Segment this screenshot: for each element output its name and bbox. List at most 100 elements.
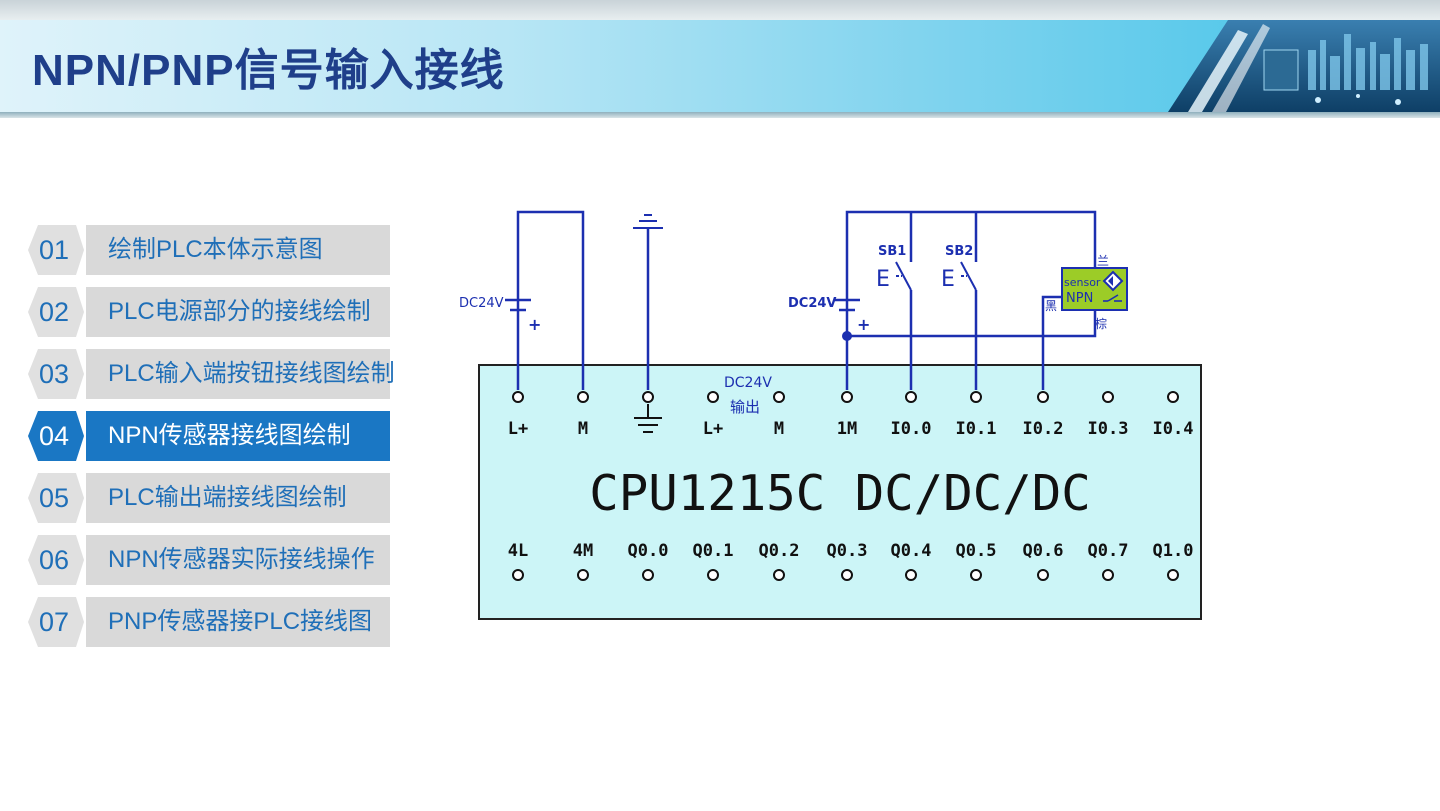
top-terminal-screw	[512, 391, 524, 403]
menu-item-02[interactable]: 02 PLC电源部分的接线绘制	[28, 287, 392, 337]
top-terminal-label: I0.4	[1153, 419, 1194, 439]
top-terminal-screw	[707, 391, 719, 403]
menu-number: 02	[38, 297, 70, 327]
top-terminal-screw	[773, 391, 785, 403]
menu-number: 03	[38, 359, 70, 389]
menu-label-bar: PLC电源部分的接线绘制	[86, 287, 390, 337]
menu-number-badge: 03	[28, 349, 86, 399]
bottom-terminal-label: Q0.6	[1023, 541, 1064, 561]
bottom-terminal-label: Q1.0	[1153, 541, 1194, 561]
menu-label: PLC电源部分的接线绘制	[108, 298, 371, 325]
menu-label: PLC输出端接线图绘制	[108, 484, 347, 511]
bottom-terminal-screw	[905, 569, 917, 581]
bottom-terminal-label: Q0.1	[693, 541, 734, 561]
menu-item-01[interactable]: 01 绘制PLC本体示意图	[28, 225, 392, 275]
wire-brown-label: 棕	[1095, 316, 1107, 331]
bottom-terminal-label: Q0.7	[1088, 541, 1129, 561]
header-bottom-line	[0, 112, 1440, 118]
menu-number: 07	[38, 607, 70, 637]
top-terminal-label: I0.3	[1088, 419, 1129, 439]
bottom-terminal-label: 4M	[573, 541, 593, 561]
top-terminal-label: L+	[703, 419, 723, 439]
bottom-terminal-label: Q0.0	[628, 541, 669, 561]
plc-body	[478, 364, 1202, 620]
ground-terminal-icon	[634, 404, 662, 433]
battery-right-icon	[834, 298, 860, 312]
menu-label: 绘制PLC本体示意图	[108, 236, 323, 263]
wiring-diagram: + + DC24V DC24V SB1 SB2 E E sensor NPN 兰…	[459, 210, 1202, 620]
switch-2-label: SB2	[945, 244, 973, 259]
top-terminal-screw	[577, 391, 589, 403]
junction-dot	[842, 331, 852, 341]
bottom-terminal-label: Q0.5	[956, 541, 997, 561]
switch-2-symbol: E	[941, 267, 955, 292]
sensor-switch-icon	[1103, 294, 1122, 302]
menu-number: 04	[38, 421, 70, 451]
switch-contacts	[895, 261, 977, 291]
menu-number-badge: 04	[28, 411, 86, 461]
ground-top-icon	[633, 214, 663, 229]
menu-number: 05	[38, 483, 70, 513]
menu-item-06[interactable]: 06 NPN传感器实际接线操作	[28, 535, 392, 585]
bottom-terminal-screw	[512, 569, 524, 581]
bottom-terminal-screw	[773, 569, 785, 581]
bottom-terminal-screw	[841, 569, 853, 581]
switch-1-symbol: E	[876, 267, 890, 292]
top-terminal-screw	[1167, 391, 1179, 403]
menu-number: 06	[38, 545, 70, 575]
header-top-strip	[0, 0, 1440, 20]
supply-right-label: DC24V	[788, 296, 836, 311]
top-terminal-label: I0.0	[891, 419, 932, 439]
sensor-text: sensor	[1064, 276, 1101, 289]
bottom-terminal-screw	[1167, 569, 1179, 581]
menu-label-bar: PLC输出端接线图绘制	[86, 473, 390, 523]
top-terminal-screw	[1102, 391, 1114, 403]
menu-label-bar: NPN传感器接线图绘制	[86, 411, 390, 461]
output-supply-label-2: 输出	[730, 398, 760, 416]
top-terminal-screw	[905, 391, 917, 403]
output-supply-label-1: DC24V	[724, 375, 772, 391]
menu-label-bar: NPN传感器实际接线操作	[86, 535, 390, 585]
battery-left-plus: +	[528, 315, 541, 334]
bottom-terminal-screw	[1037, 569, 1049, 581]
wire-blue-label: 兰	[1097, 254, 1109, 268]
page-title: NPN/PNP信号输入接线	[32, 46, 505, 95]
bottom-terminal-screw	[707, 569, 719, 581]
menu-number-badge: 02	[28, 287, 86, 337]
top-terminal-label: 1M	[837, 419, 857, 439]
bottom-terminal-label: Q0.3	[827, 541, 868, 561]
bottom-terminal-label: Q0.2	[759, 541, 800, 561]
top-terminal-screw	[970, 391, 982, 403]
menu-label: NPN传感器实际接线操作	[108, 546, 375, 573]
menu-item-04[interactable]: 04 NPN传感器接线图绘制	[28, 411, 392, 461]
switch-1-label: SB1	[878, 244, 906, 259]
menu-number-badge: 07	[28, 597, 86, 647]
menu-item-07[interactable]: 07 PNP传感器接PLC接线图	[28, 597, 392, 647]
supply-left-label: DC24V	[459, 296, 504, 311]
wire-black-label: 黑	[1045, 299, 1057, 313]
menu-number-badge: 01	[28, 225, 86, 275]
menu-label-bar: PLC输入端按钮接线图绘制	[86, 349, 395, 399]
sensor-type: NPN	[1066, 291, 1093, 306]
bottom-terminal-screw	[1102, 569, 1114, 581]
menu-number-badge: 06	[28, 535, 86, 585]
menu-item-05[interactable]: 05 PLC输出端接线图绘制	[28, 473, 392, 523]
header-banner: NPN/PNP信号输入接线	[0, 0, 1440, 118]
top-terminal-screw	[1037, 391, 1049, 403]
bottom-terminal-label: 4L	[508, 541, 528, 561]
menu-number-badge: 05	[28, 473, 86, 523]
top-terminal-label: L+	[508, 419, 528, 439]
sensor-diamond-icon	[1102, 270, 1124, 292]
menu-label: PLC输入端按钮接线图绘制	[108, 360, 395, 387]
menu-label-bar: 绘制PLC本体示意图	[86, 225, 390, 275]
menu-item-03[interactable]: 03 PLC输入端按钮接线图绘制	[28, 349, 395, 399]
bottom-terminal-screw	[970, 569, 982, 581]
top-terminal-screw	[841, 391, 853, 403]
header-city-decoration	[1168, 20, 1440, 112]
menu-number: 01	[38, 235, 70, 265]
menu-label: PNP传感器接PLC接线图	[108, 608, 373, 635]
plc-model: CPU1215C DC/DC/DC	[589, 465, 1091, 522]
top-terminal-label: I0.2	[1023, 419, 1064, 439]
